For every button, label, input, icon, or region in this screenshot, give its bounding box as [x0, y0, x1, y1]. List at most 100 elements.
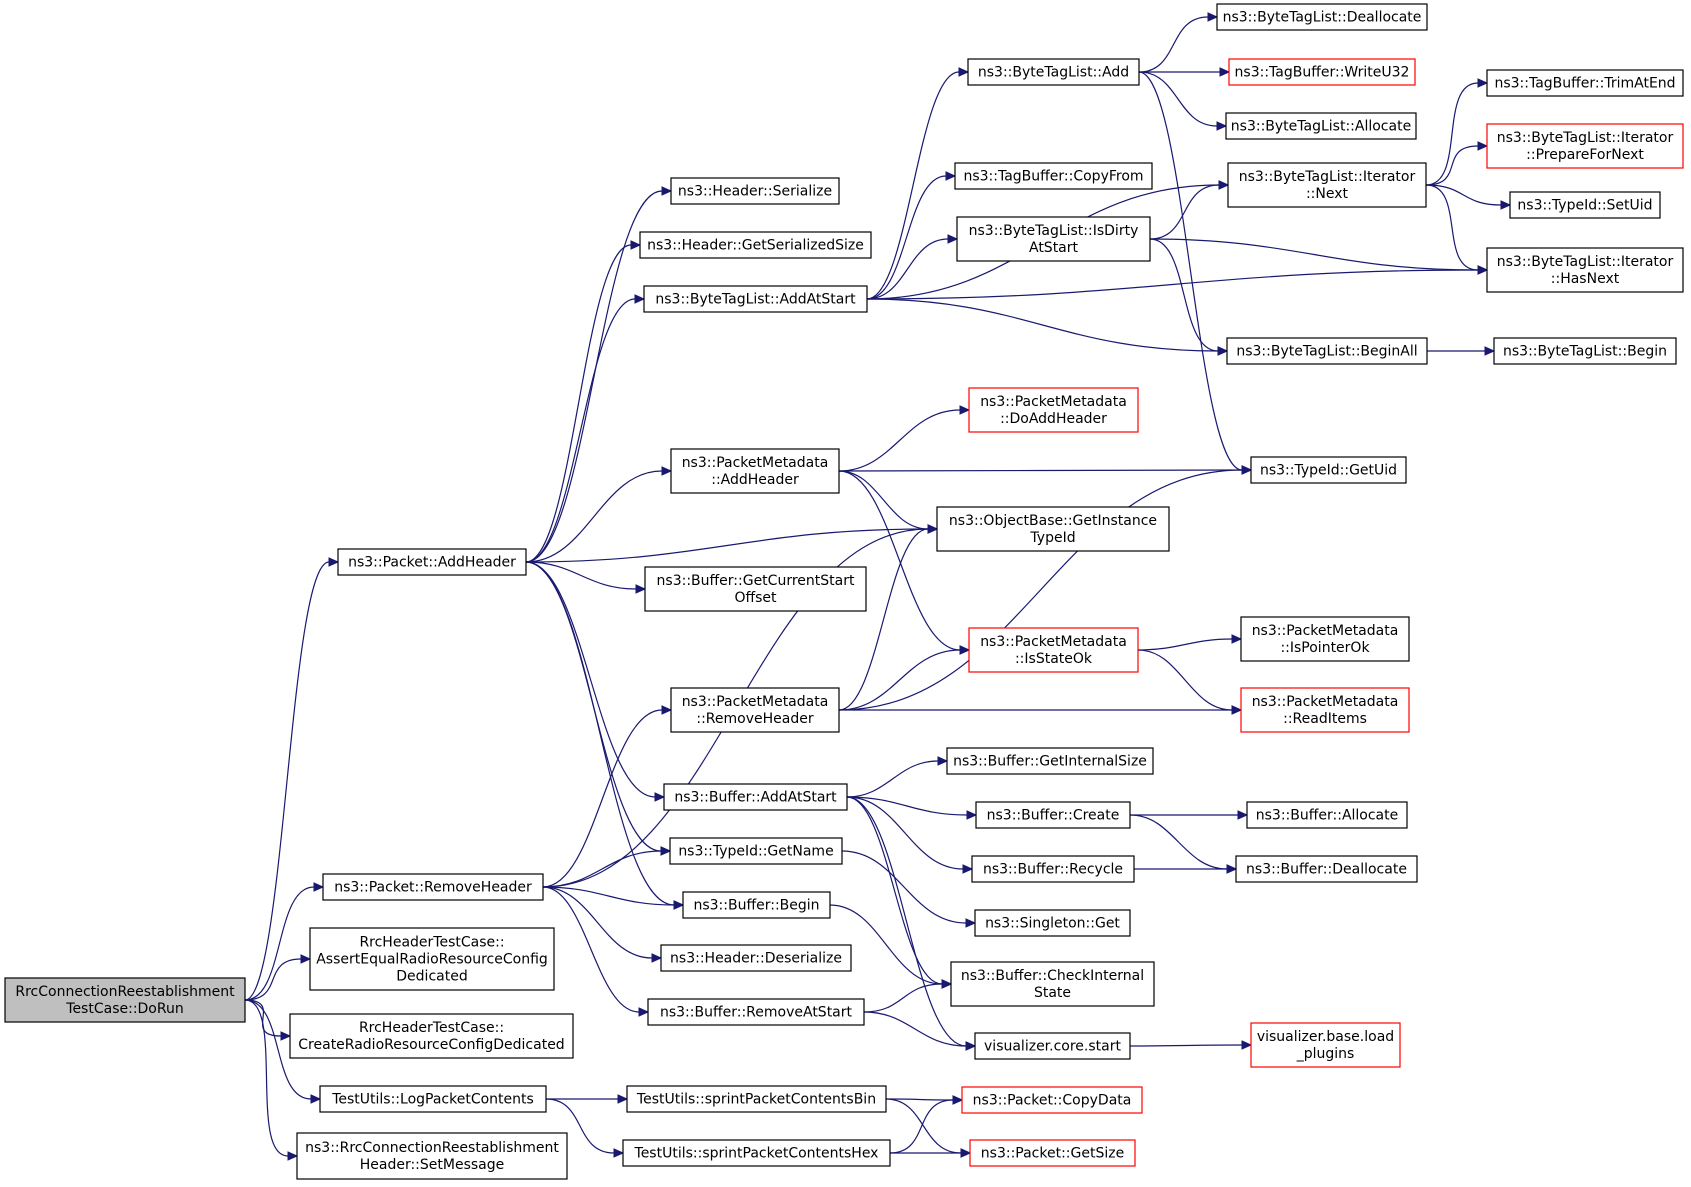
node-label: ::IsStateOk: [1015, 651, 1093, 667]
node-type-id-set-uid[interactable]: ns3::TypeId::SetUid: [1509, 191, 1661, 219]
edge-btl-add-to-type-id-get-uid: [1138, 71, 1243, 471]
node-tb-copy-from[interactable]: ns3::TagBuffer::CopyFrom: [954, 162, 1153, 190]
node-label: ns3::ByteTagList::BeginAll: [1236, 344, 1417, 360]
node-box: [1226, 337, 1428, 365]
edge-arrowhead: [660, 846, 672, 856]
node-label: RrcHeaderTestCase::: [359, 1020, 504, 1036]
node-buf-deallocate[interactable]: ns3::Buffer::Deallocate: [1235, 855, 1418, 883]
node-buf-remove-at-start[interactable]: ns3::Buffer::RemoveAtStart: [647, 998, 865, 1026]
node-btl-it-prepare[interactable]: ns3::ByteTagList::Iterator::PrepareForNe…: [1486, 123, 1684, 169]
edge-arrowhead: [1477, 78, 1489, 88]
node-label: ns3::RrcConnectionReestablishment: [305, 1140, 559, 1156]
node-label: ::Next: [1306, 186, 1349, 202]
node-box: [968, 387, 1139, 433]
node-label: ::RemoveHeader: [696, 711, 813, 727]
node-buf-create[interactable]: ns3::Buffer::Create: [975, 801, 1131, 829]
node-buf-begin[interactable]: ns3::Buffer::Begin: [682, 891, 831, 919]
node-type-id-get-name[interactable]: ns3::TypeId::GetName: [669, 837, 843, 865]
node-remove-header[interactable]: ns3::Packet::RemoveHeader: [322, 873, 544, 901]
node-label: ns3::Packet::CopyData: [973, 1093, 1132, 1109]
node-set-message[interactable]: ns3::RrcConnectionReestablishmentHeader:…: [296, 1132, 568, 1180]
edge-sprint-hex-to-pkt-copy-data: [889, 1099, 954, 1154]
edge-arrowhead: [280, 1031, 292, 1041]
node-box: [643, 285, 868, 313]
edge-buf-add-at-start-to-buf-get-internal-size: [846, 760, 939, 798]
node-box: [4, 977, 246, 1023]
node-hdr-get-size[interactable]: ns3::Header::GetSerializedSize: [639, 231, 872, 259]
node-box: [1250, 456, 1407, 484]
edge-buf-add-at-start-to-vis-core-start: [846, 796, 967, 1047]
node-btl-add[interactable]: ns3::ByteTagList::Add: [967, 58, 1140, 86]
node-hdr-deserialize[interactable]: ns3::Header::Deserialize: [660, 944, 852, 972]
node-box: [950, 961, 1155, 1007]
node-pm-read-items[interactable]: ns3::PacketMetadata::ReadItems: [1240, 687, 1410, 733]
node-create-radio[interactable]: RrcHeaderTestCase::CreateRadioResourceCo…: [289, 1013, 574, 1059]
node-vis-core-start[interactable]: visualizer.core.start: [974, 1032, 1131, 1060]
node-label: ns3::Header::Serialize: [678, 184, 832, 200]
node-buf-get-internal-size[interactable]: ns3::Buffer::GetInternalSize: [946, 747, 1154, 775]
node-tb-trim-at-end[interactable]: ns3::TagBuffer::TrimAtEnd: [1486, 69, 1684, 97]
edge-arrowhead: [1231, 634, 1243, 644]
node-pkt-get-size[interactable]: ns3::Packet::GetSize: [969, 1139, 1136, 1167]
node-box: [968, 627, 1139, 673]
node-box: [967, 58, 1140, 86]
node-btl-begin-all[interactable]: ns3::ByteTagList::BeginAll: [1226, 337, 1428, 365]
node-label: ::ReadItems: [1283, 711, 1367, 727]
node-box: [956, 216, 1151, 262]
node-box: [969, 1139, 1136, 1167]
node-box: [670, 177, 840, 205]
node-type-id-get-uid[interactable]: ns3::TypeId::GetUid: [1250, 456, 1407, 484]
node-label: ns3::TagBuffer::WriteU32: [1235, 65, 1410, 81]
node-pkt-copy-data[interactable]: ns3::Packet::CopyData: [961, 1086, 1143, 1114]
node-do-run[interactable]: RrcConnectionReestablishmentTestCase::Do…: [4, 977, 246, 1023]
node-buf-add-at-start[interactable]: ns3::Buffer::AddAtStart: [663, 783, 848, 811]
node-box: [1246, 801, 1408, 829]
node-pm-add-header[interactable]: ns3::PacketMetadata::AddHeader: [670, 448, 840, 494]
node-tb-write-u32[interactable]: ns3::TagBuffer::WriteU32: [1228, 58, 1416, 86]
node-vis-load-plugins[interactable]: visualizer.base.load_plugins: [1250, 1022, 1401, 1068]
node-btl-add-at-start[interactable]: ns3::ByteTagList::AddAtStart: [643, 285, 868, 313]
node-pm-is-state-ok[interactable]: ns3::PacketMetadata::IsStateOk: [968, 627, 1139, 673]
node-pm-remove-header[interactable]: ns3::PacketMetadata::RemoveHeader: [670, 687, 840, 733]
node-buf-recycle[interactable]: ns3::Buffer::Recycle: [971, 855, 1135, 883]
node-sprint-hex[interactable]: TestUtils::sprintPacketContentsHex: [622, 1139, 891, 1167]
node-btl-begin[interactable]: ns3::ByteTagList::Begin: [1493, 337, 1677, 365]
edge-arrowhead: [1484, 346, 1496, 356]
edge-remove-header-to-buf-remove-at-start: [542, 886, 640, 1013]
node-singleton-get[interactable]: ns3::Singleton::Get: [974, 909, 1131, 937]
node-label: ns3::TagBuffer::CopyFrom: [963, 169, 1143, 185]
node-btl-it-has-next[interactable]: ns3::ByteTagList::Iterator::HasNext: [1486, 247, 1684, 293]
node-pm-is-pointer-ok[interactable]: ns3::PacketMetadata::IsPointerOk: [1240, 616, 1410, 662]
edge-arrowhead: [1207, 12, 1219, 22]
node-label: _plugins: [1296, 1046, 1355, 1062]
node-assert-equal[interactable]: RrcHeaderTestCase::AssertEqualRadioResou…: [309, 927, 555, 991]
node-hdr-serialize[interactable]: ns3::Header::Serialize: [670, 177, 840, 205]
node-log-packet[interactable]: TestUtils::LogPacketContents: [319, 1085, 547, 1113]
node-btl-it-next[interactable]: ns3::ByteTagList::Iterator::Next: [1227, 162, 1427, 208]
edge-arrowhead: [654, 792, 666, 802]
node-label: ns3::ObjectBase::GetInstance: [949, 513, 1157, 529]
node-box: [337, 548, 527, 576]
node-btl-allocate[interactable]: ns3::ByteTagList::Allocate: [1225, 112, 1417, 140]
node-label: ns3::TypeId::GetName: [678, 844, 833, 860]
node-buf-allocate[interactable]: ns3::Buffer::Allocate: [1246, 801, 1408, 829]
node-label: ns3::Packet::GetSize: [981, 1146, 1124, 1162]
node-box: [1486, 69, 1684, 97]
edge-arrowhead: [1241, 1040, 1253, 1050]
node-btl-deallocate[interactable]: ns3::ByteTagList::Deallocate: [1216, 3, 1428, 31]
node-box: [1235, 855, 1418, 883]
node-label: ns3::PacketMetadata: [1252, 694, 1399, 710]
node-add-header[interactable]: ns3::Packet::AddHeader: [337, 548, 527, 576]
edge-arrowhead: [638, 1007, 650, 1017]
node-sprint-bin[interactable]: TestUtils::sprintPacketContentsBin: [626, 1085, 887, 1113]
node-label: State: [1034, 985, 1071, 1001]
node-pm-do-add-header[interactable]: ns3::PacketMetadata::DoAddHeader: [968, 387, 1139, 433]
node-box: [1216, 3, 1428, 31]
edge-arrowhead: [1477, 141, 1489, 151]
edge-arrowhead: [965, 918, 977, 928]
edge-add-header-to-pm-add-header: [525, 470, 663, 563]
